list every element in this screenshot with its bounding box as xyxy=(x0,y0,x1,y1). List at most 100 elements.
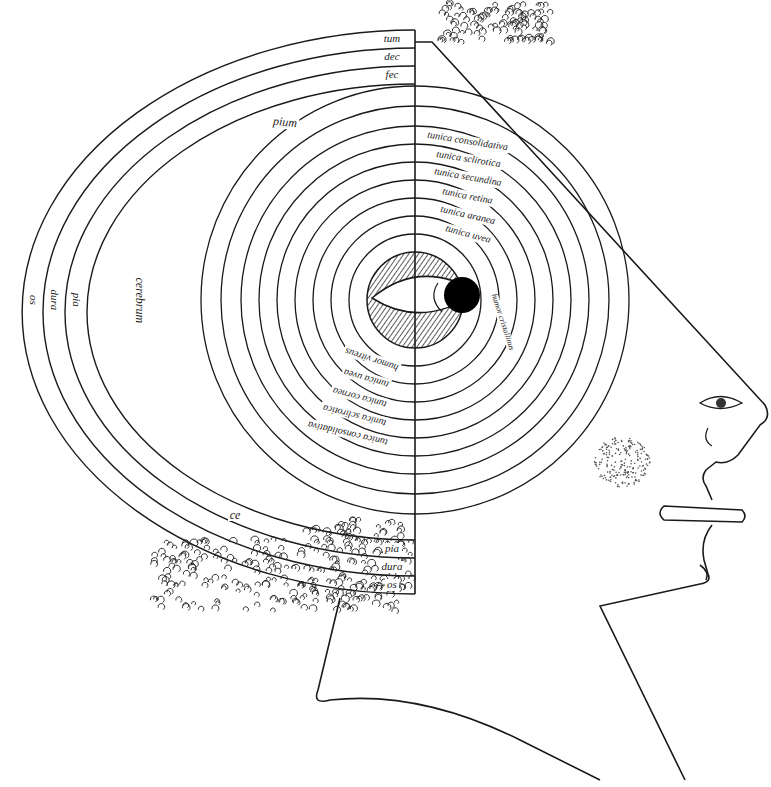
hair-curl xyxy=(327,579,331,583)
stipple-dot xyxy=(620,466,622,468)
hair-curl xyxy=(197,540,202,544)
stipple-dot xyxy=(636,480,638,482)
layer-label: tunica sclirotica xyxy=(433,148,503,169)
hair-curl xyxy=(397,526,404,533)
stipple-dot xyxy=(612,439,614,441)
hair-curl xyxy=(154,596,159,600)
stipple-dot xyxy=(630,440,632,442)
stipple-dot xyxy=(605,444,607,446)
stipple-dot xyxy=(637,456,639,458)
hair-curl xyxy=(510,18,516,23)
stipple-dot xyxy=(625,469,627,471)
hair-curl xyxy=(151,560,158,566)
hair-curl xyxy=(318,567,324,573)
stipple-dot xyxy=(637,452,639,454)
hair-curl xyxy=(305,544,311,550)
hair-curl xyxy=(504,38,511,44)
hair-curl xyxy=(350,521,357,527)
stipple-dot xyxy=(645,458,647,460)
stipple-dot xyxy=(629,466,631,468)
hair-curl xyxy=(372,600,380,607)
region-label: pia xyxy=(70,291,82,309)
stipple-dot xyxy=(640,448,642,450)
stipple-dot xyxy=(628,446,630,448)
layer-label: tunica retina xyxy=(440,186,496,207)
hair-curl xyxy=(350,590,355,595)
hair-curl xyxy=(409,540,414,545)
stipple-dot xyxy=(628,453,630,455)
layer-label: tunica secundina xyxy=(432,166,505,189)
cheek-stipple xyxy=(594,437,651,487)
hair-curl xyxy=(374,534,378,538)
hair-curl xyxy=(262,581,270,588)
hair-curl xyxy=(208,579,213,583)
stipple-dot xyxy=(641,470,643,472)
stipple-dot xyxy=(619,468,621,470)
hair-curl xyxy=(173,565,180,572)
stipple-dot xyxy=(606,447,608,449)
stipple-dot xyxy=(612,469,614,471)
stipple-dot xyxy=(599,464,601,466)
hair-curl xyxy=(387,591,395,598)
hair-curl xyxy=(370,585,377,591)
stipple-dot xyxy=(617,484,619,486)
stipple-dot xyxy=(616,474,618,476)
hair-curl xyxy=(345,542,352,549)
stipple-dot xyxy=(628,440,630,442)
hair-curl xyxy=(244,586,251,592)
stipple-dot xyxy=(599,449,601,451)
hair-curl xyxy=(275,568,281,573)
stipple-dot xyxy=(618,450,620,452)
stipple-dot xyxy=(618,472,620,474)
hair-curl xyxy=(152,552,158,557)
stipple-dot xyxy=(613,476,615,478)
stipple-dot xyxy=(631,476,633,478)
hair-curl xyxy=(459,7,463,11)
stipple-dot xyxy=(632,472,634,474)
hair-curl xyxy=(356,581,364,588)
stipple-dot xyxy=(612,443,614,445)
hair-curl xyxy=(440,37,444,41)
hair-curl xyxy=(311,587,318,594)
hair-curl xyxy=(465,29,472,35)
stipple-dot xyxy=(644,468,646,470)
stipple-dot xyxy=(633,483,635,485)
hair-curl xyxy=(521,2,526,7)
hair-curl xyxy=(521,16,525,20)
stipple-dot xyxy=(625,447,627,449)
stipple-dot xyxy=(622,483,624,485)
stipple-dot xyxy=(637,467,639,469)
hair-curl xyxy=(222,575,227,579)
hair-curl xyxy=(198,606,204,611)
hair-curl xyxy=(214,555,218,559)
stipple-dot xyxy=(619,454,621,456)
stipple-dot xyxy=(617,442,619,444)
hair-curl xyxy=(451,19,459,26)
stipple-dot xyxy=(647,465,649,467)
stipple-dot xyxy=(624,462,626,464)
stipple-dot xyxy=(635,479,637,481)
region-label: dura xyxy=(48,288,60,313)
hair-curl xyxy=(303,528,310,535)
hair-curl xyxy=(471,21,479,28)
hair-curl xyxy=(282,538,286,542)
hair-curl xyxy=(253,566,260,572)
hair-curl xyxy=(348,558,355,564)
hair-curl xyxy=(509,5,515,11)
hair-curl xyxy=(343,539,350,545)
stipple-dot xyxy=(595,463,597,465)
hair-curl xyxy=(204,545,209,550)
stipple-dot xyxy=(638,479,640,481)
stipple-dot xyxy=(642,448,644,450)
hair-curl xyxy=(380,529,386,535)
hair-curl xyxy=(266,577,270,581)
hair-curl xyxy=(222,584,228,590)
stipple-dot xyxy=(620,461,622,463)
stipple-dot xyxy=(615,471,617,473)
stipple-dot xyxy=(604,475,606,477)
hair-curl xyxy=(371,576,376,580)
stipple-dot xyxy=(643,447,645,449)
hair-curl xyxy=(500,20,508,27)
hair-curl xyxy=(404,558,411,565)
